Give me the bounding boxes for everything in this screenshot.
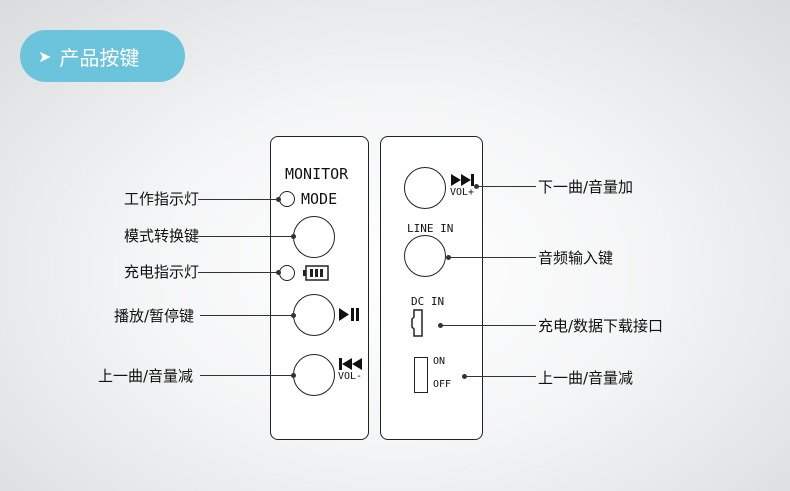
callout-line [464,376,536,377]
callout-line [476,186,536,187]
arrow-right-icon: ➤ [38,46,52,66]
label-prev-vol-down-right: 上一曲/音量减 [538,369,634,387]
battery-icon [303,265,329,281]
label-play-pause: 播放/暂停键 [114,307,195,325]
previous-track-icon [339,358,362,370]
callout-line [448,257,536,258]
off-label: OFF [433,379,452,390]
vol-minus-label: VOL- [338,371,363,382]
callout-line [200,375,294,376]
callout-dot [276,197,281,202]
next-vol-up-button[interactable] [404,167,446,209]
callout-line [440,325,536,326]
label-charge-indicator: 充电指示灯 [124,263,200,281]
charge-indicator-led [279,265,295,281]
callout-line [200,315,294,316]
label-next-vol-up: 下一曲/音量加 [538,178,634,196]
callout-line [198,199,278,200]
mode-switch-button[interactable] [293,216,335,258]
label-work-indicator: 工作指示灯 [124,190,200,208]
callout-line [198,272,278,273]
line-in-jack[interactable] [404,235,446,277]
play-pause-icon [339,308,359,321]
callout-dot [291,373,296,378]
usb-port-icon[interactable] [411,309,425,337]
line-in-label: LINE IN [407,222,454,235]
work-indicator-led [279,191,295,207]
monitor-title: MONITOR [285,165,349,183]
on-label: ON [433,356,446,367]
callout-dot [291,313,296,318]
callout-dot [291,234,296,239]
label-mode-switch: 模式转换键 [124,227,200,245]
left-control-panel: MONITOR MODE VOL- [270,136,369,440]
mode-label: MODE [301,190,338,208]
play-pause-button[interactable] [293,294,335,336]
power-switch[interactable] [414,357,428,393]
prev-vol-down-button[interactable] [293,354,335,396]
dc-in-label: DC IN [411,295,445,308]
label-dc-in: 充电/数据下载接口 [538,317,664,335]
vol-plus-label: VOL+ [450,187,475,198]
right-control-panel: VOL+ LINE IN DC IN ON OFF [380,136,483,440]
section-title: 产品按键 [59,45,140,70]
label-prev-vol-down: 上一曲/音量减 [98,367,194,385]
callout-line [198,236,293,237]
callout-dot [276,270,281,275]
section-header: ➤ 产品按键 [20,30,185,82]
next-track-icon [451,174,474,186]
label-line-in: 音频输入键 [538,249,614,267]
